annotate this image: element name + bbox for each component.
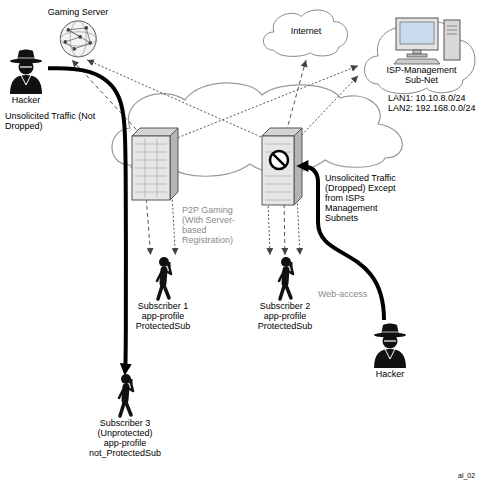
person-icon (119, 374, 133, 416)
subscriber-name: Subscriber 3 (Unprotected) (84, 419, 166, 439)
router-side (170, 128, 178, 200)
hacker-glasses (384, 340, 396, 341)
person-leg (163, 283, 169, 298)
person-arm (288, 266, 293, 274)
hacker-collar (385, 349, 395, 359)
drive-bays (447, 26, 457, 34)
flow-note: P2P Gaming (With Server-based Registrati… (182, 206, 244, 246)
phone (130, 379, 133, 384)
gaming-server: Gaming Server (48, 8, 109, 60)
person-icon (157, 257, 171, 299)
network-dot (66, 28, 70, 32)
person-arm (157, 271, 162, 281)
flow-note: Web-access (318, 290, 367, 300)
router-front (132, 136, 170, 200)
subscriber-figure: Subscriber 2app-profile ProtectedSub (255, 255, 315, 332)
subnet-name: ISP-Management Sub-Net (384, 66, 460, 86)
app-profile: app-profile ProtectedSub (132, 312, 194, 332)
block-symbol-bar (273, 154, 286, 167)
person-leg (125, 400, 131, 415)
internet-cloud: Internet (258, 4, 354, 60)
hacker-icon (10, 50, 42, 95)
person-body (285, 270, 286, 283)
hacker-collar (21, 75, 31, 85)
network-dot (84, 26, 88, 30)
hacker-figure: Hacker (368, 322, 412, 380)
router (262, 128, 302, 205)
router (132, 128, 178, 200)
subscriber-figure: Subscriber 3 (Unprotected)app-profile no… (84, 372, 166, 459)
hacker-figure: Hacker (4, 48, 48, 106)
management-link (172, 66, 358, 255)
globe-parallel (60, 32, 96, 46)
management-subnet: ISP-Management Sub-NetLAN1: 10.10.8.0/24… (358, 14, 485, 114)
globe-outline (60, 21, 96, 57)
globe-network (65, 28, 90, 49)
cloud-outline (263, 10, 347, 56)
monitor (396, 18, 438, 50)
router-front (262, 136, 294, 205)
subscriber-name: Subscriber 2 (260, 302, 311, 312)
person-body (163, 270, 164, 283)
subscriber-figure: Subscriber 1app-profile ProtectedSub (132, 255, 194, 332)
person-arm (119, 388, 124, 398)
figure-id: al_02 (458, 472, 475, 480)
traffic-note: Unsolicited Traffic (Not Dropped) (5, 112, 97, 132)
subscriber-name: Subscriber 1 (138, 302, 189, 312)
cloud-name: Internet (291, 27, 322, 37)
hacker-coat (374, 349, 406, 368)
person-icon (279, 257, 293, 299)
network-dot (63, 40, 67, 44)
network-dot (78, 35, 82, 39)
block-symbol (270, 151, 288, 169)
hat-band (18, 57, 34, 59)
hacker-glasses (20, 66, 32, 67)
person-leg (285, 283, 291, 298)
person-arm (279, 271, 284, 281)
monitor-base (407, 54, 427, 57)
monitor-stand (413, 50, 421, 54)
keyboard (394, 59, 440, 64)
phone (168, 262, 171, 267)
person-arm (128, 383, 133, 391)
router-grid (135, 138, 167, 198)
server-name: Gaming Server (48, 8, 109, 18)
subnet-address: LAN2: 192.168.0.0/24 (388, 104, 476, 114)
hacker-icon (374, 324, 406, 369)
person-body (125, 387, 126, 400)
screen (400, 22, 434, 44)
phone (290, 262, 293, 267)
computer-icon (394, 18, 460, 64)
traffic-note: Unsolicited Traffic (Dropped) Except fro… (325, 174, 401, 223)
hacker-hat-brim (10, 58, 42, 63)
app-profile: app-profile ProtectedSub (255, 312, 315, 332)
figure-name: Hacker (376, 370, 405, 380)
person-arm (166, 266, 171, 274)
hacker-coat (10, 75, 42, 94)
subnet-address: LAN1: 10.10.8.0/24 (388, 94, 466, 104)
hacker-hat-brim (374, 332, 406, 337)
network-dot (72, 47, 76, 51)
app-profile: app-profile not_ProtectedSub (84, 439, 166, 459)
hat-band (382, 331, 398, 333)
network-dot (88, 41, 92, 45)
router-grid (265, 144, 291, 200)
tower (444, 20, 460, 60)
figure-name: Hacker (12, 96, 41, 106)
